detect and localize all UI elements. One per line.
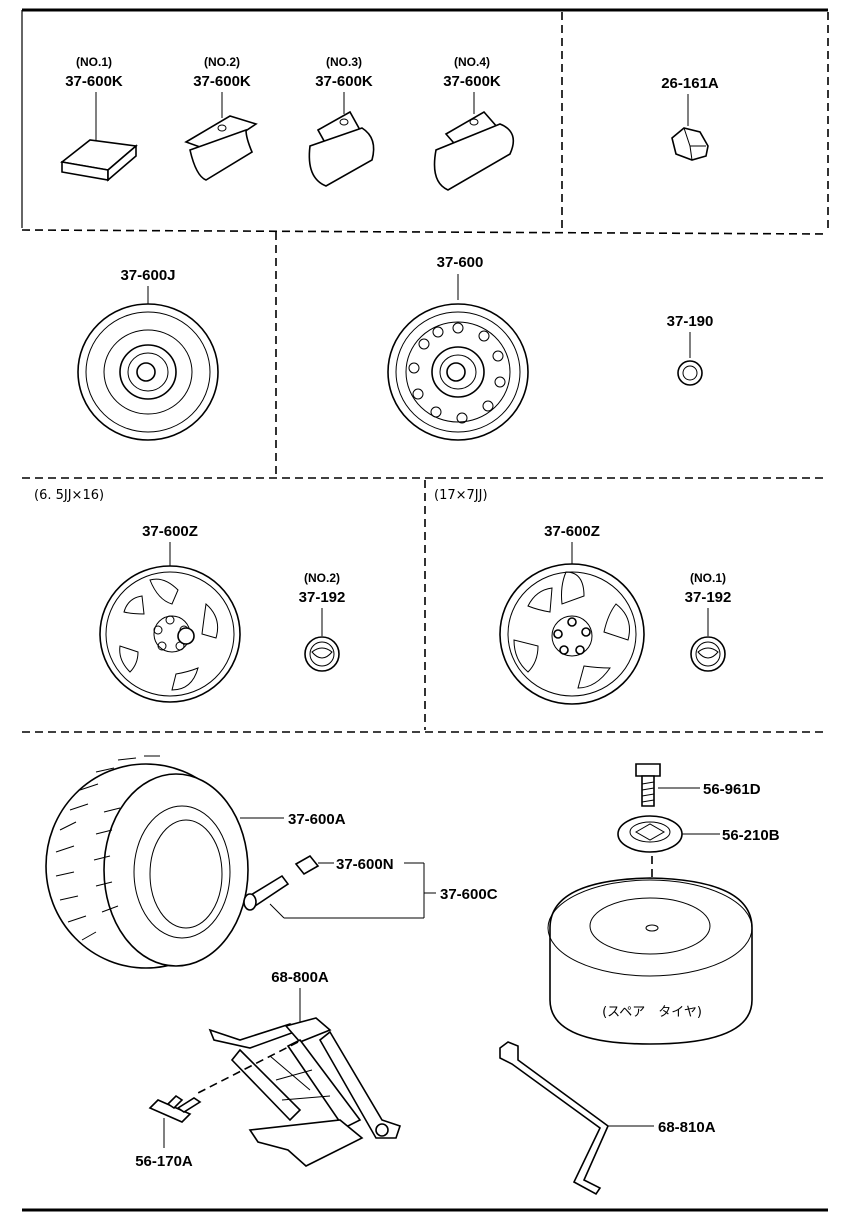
- label-no4: (NO.4): [454, 55, 490, 69]
- weight-no1[interactable]: (NO.1) 37-600K: [60, 55, 138, 182]
- label-37600: 37-600: [437, 254, 484, 271]
- spare-bolt[interactable]: 56-961D: [635, 763, 761, 807]
- jack-handle-axis: [195, 1041, 299, 1095]
- weight-no4[interactable]: (NO.4) 37-600K: [433, 55, 515, 191]
- alloy-wheel-left[interactable]: 37-600Z: [99, 523, 241, 703]
- label-no2: (NO.2): [204, 55, 240, 69]
- label-37192-right: 37-192: [685, 589, 732, 606]
- label-37600K-2: 37-600K: [193, 73, 251, 90]
- label-no3: (NO.3): [326, 55, 362, 69]
- label-37600K-1: 37-600K: [65, 73, 123, 90]
- label-37600J: 37-600J: [120, 267, 175, 284]
- label-68800A: 68-800A: [271, 969, 329, 986]
- spare-tire[interactable]: (スペア タイヤ): [547, 877, 753, 1045]
- label-56210B: 56-210B: [722, 827, 780, 844]
- size-note-right: (17×7JJ): [434, 488, 488, 503]
- label-cap-no1: (NO.1): [690, 571, 726, 585]
- jack-68800A[interactable]: 68-800A: [208, 969, 402, 1167]
- center-cap-no2[interactable]: (NO.2) 37-192: [299, 571, 346, 672]
- label-37600K-3: 37-600K: [315, 73, 373, 90]
- label-68810A: 68-810A: [658, 1119, 716, 1136]
- valve-assembly[interactable]: 37-600N 37-600C: [243, 854, 498, 919]
- label-56961D: 56-961D: [703, 781, 761, 798]
- size-note-left: (6. 5JJ×16): [34, 488, 104, 503]
- weight-no2[interactable]: (NO.2) 37-600K: [184, 55, 258, 181]
- label-37192-left: 37-192: [299, 589, 346, 606]
- tire-37600A[interactable]: 37-600A: [45, 755, 346, 969]
- label-no1: (NO.1): [76, 55, 112, 69]
- weight-no3[interactable]: (NO.3) 37-600K: [308, 55, 375, 187]
- wheel-37600J[interactable]: 37-600J: [77, 267, 219, 441]
- divider-h1: [21, 229, 829, 235]
- lug-wrench-68810A[interactable]: 68-810A: [499, 1041, 716, 1196]
- label-37600A: 37-600A: [288, 811, 346, 828]
- label-cap-no2: (NO.2): [304, 571, 340, 585]
- label-56170A: 56-170A: [135, 1153, 193, 1170]
- alloy-wheel-right[interactable]: 37-600Z: [499, 523, 645, 705]
- jack-handle-56170A[interactable]: 56-170A: [135, 1094, 202, 1170]
- center-cap-no1[interactable]: (NO.1) 37-192: [685, 571, 732, 672]
- label-spare-tire: (スペア タイヤ): [602, 1005, 702, 1020]
- lug-nut[interactable]: 26-161A: [661, 75, 719, 161]
- label-26161A: 26-161A: [661, 75, 719, 92]
- label-37600N: 37-600N: [336, 856, 394, 873]
- label-37600K-4: 37-600K: [443, 73, 501, 90]
- spare-washer[interactable]: 56-210B: [617, 815, 780, 853]
- hub-cap-37190[interactable]: 37-190: [667, 313, 714, 386]
- label-37600Z-right: 37-600Z: [544, 523, 600, 540]
- label-37600C: 37-600C: [440, 886, 498, 903]
- label-37600Z-left: 37-600Z: [142, 523, 198, 540]
- label-37190: 37-190: [667, 313, 714, 330]
- wheel-37600[interactable]: 37-600: [387, 254, 529, 441]
